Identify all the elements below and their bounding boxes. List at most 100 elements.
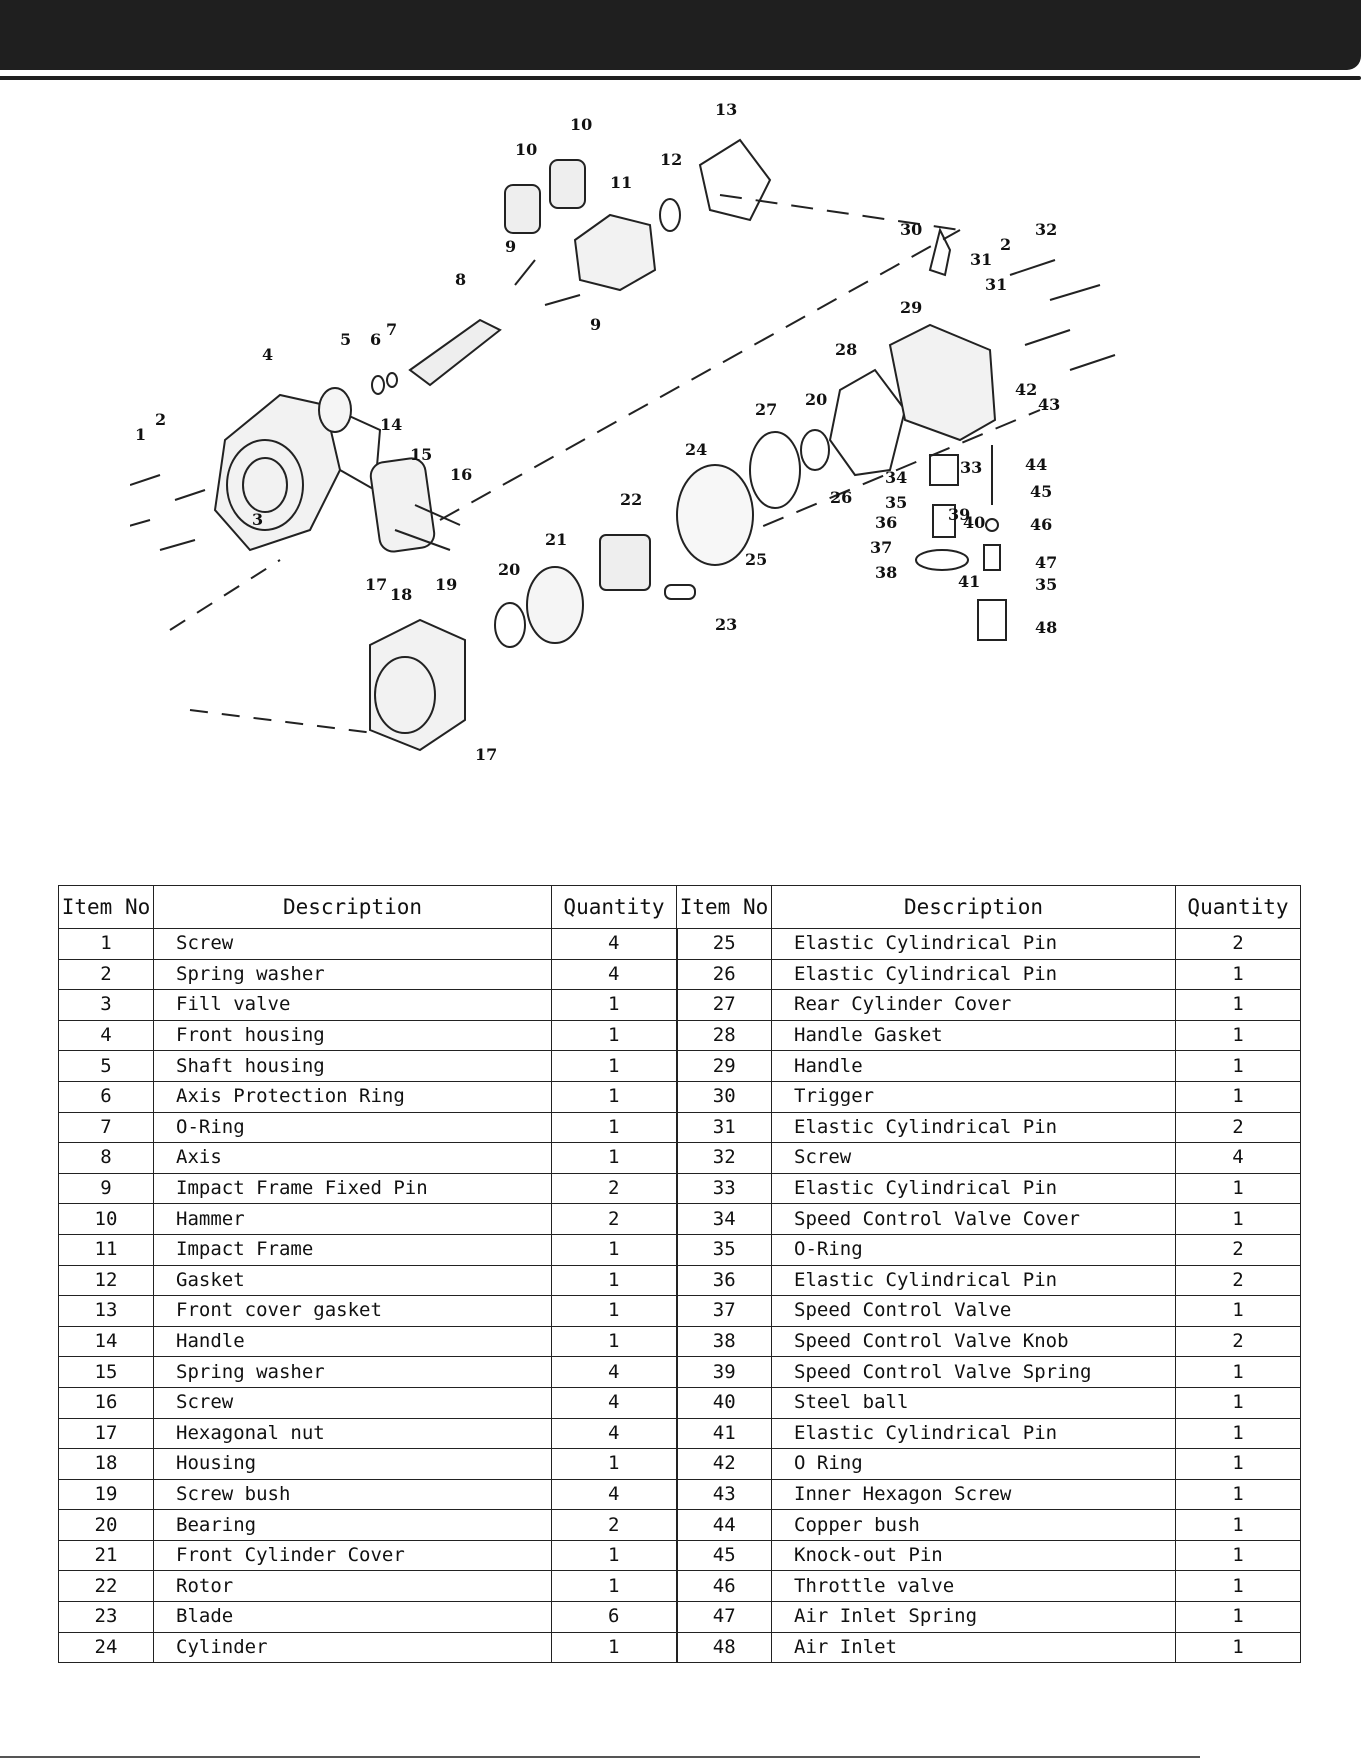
item-number-cell: 17 (58, 1417, 154, 1450)
callout-label: 15 (410, 445, 432, 464)
description-cell: Impact Frame Fixed Pin (153, 1172, 552, 1205)
callout-label: 44 (1025, 455, 1047, 474)
item-number-cell: 4 (58, 1019, 154, 1052)
description-cell: Elastic Cylindrical Pin (771, 1264, 1176, 1297)
parts-list-table: Item No Description Quantity Item No Des… (58, 885, 1301, 1664)
cylinder-part (676, 464, 754, 566)
description-cell: Throttle valve (771, 1570, 1176, 1603)
quantity-cell: 4 (551, 958, 677, 991)
description-cell: Cylinder (153, 1631, 552, 1664)
callout-label: 33 (960, 458, 982, 477)
rear-cylinder-cover-part (749, 431, 801, 509)
exploded-parts-diagram: 1 2 2 3 4 5 6 7 8 9 9 10 10 11 12 13 14 … (114, 100, 1260, 860)
callout-label: 23 (715, 615, 737, 634)
callout-label: 10 (515, 140, 537, 159)
front-cylinder-cover-part (526, 566, 584, 644)
callout-label: 32 (1035, 220, 1057, 239)
item-number-cell: 46 (675, 1570, 772, 1603)
description-cell: Air Inlet Spring (771, 1601, 1176, 1633)
callout-label: 5 (340, 330, 351, 349)
header-rule (0, 76, 1361, 80)
description-cell: Elastic Cylindrical Pin (771, 928, 1176, 960)
quantity-cell: 1 (551, 1539, 677, 1572)
callout-label: 46 (1030, 515, 1052, 534)
callout-label: 9 (505, 237, 516, 256)
quantity-cell: 1 (1175, 958, 1301, 991)
callout-label: 18 (390, 585, 412, 604)
callout-label: 41 (958, 572, 980, 591)
hammer-part (549, 159, 586, 209)
callout-label: 2 (155, 410, 166, 429)
item-number-cell: 15 (58, 1356, 154, 1388)
column-header-quantity: Quantity (551, 885, 677, 929)
description-cell: Screw bush (153, 1478, 552, 1511)
callout-label: 10 (570, 115, 592, 134)
item-number-cell: 42 (675, 1448, 772, 1480)
bearing-part (800, 429, 830, 471)
callout-label: 38 (875, 563, 897, 582)
item-number-cell: 27 (675, 989, 772, 1021)
item-number-cell: 39 (675, 1356, 772, 1388)
item-number-cell: 48 (675, 1631, 772, 1664)
callout-label: 42 (1015, 380, 1037, 399)
description-cell: Speed Control Valve Cover (771, 1203, 1176, 1235)
callout-label: 17 (365, 575, 387, 594)
description-cell: Hexagonal nut (153, 1417, 552, 1450)
description-cell: Screw (153, 1386, 552, 1419)
item-number-cell: 25 (675, 928, 772, 960)
column-header-quantity: Quantity (1175, 885, 1301, 929)
item-number-cell: 21 (58, 1539, 154, 1572)
description-cell: Trigger (771, 1080, 1176, 1113)
screw-set (114, 474, 206, 551)
callout-label: 6 (370, 330, 381, 349)
callout-label: 45 (1030, 482, 1052, 501)
description-cell: Blade (153, 1601, 552, 1633)
description-cell: Handle (771, 1050, 1176, 1082)
quantity-cell: 1 (1175, 1570, 1301, 1603)
item-number-cell: 7 (58, 1111, 154, 1144)
callout-label: 35 (885, 493, 907, 512)
description-cell: Speed Control Valve Spring (771, 1356, 1176, 1388)
description-cell: Screw (153, 928, 552, 960)
rear-handle-part (888, 323, 997, 442)
quantity-cell: 1 (1175, 989, 1301, 1021)
description-cell: Axis (153, 1142, 552, 1174)
screw-part (394, 529, 451, 551)
air-inlet-part (977, 599, 1007, 641)
description-cell: Handle (153, 1325, 552, 1358)
quantity-cell: 1 (1175, 1080, 1301, 1113)
quantity-cell: 4 (551, 1478, 677, 1511)
quantity-cell: 2 (551, 1203, 677, 1235)
item-number-cell: 41 (675, 1417, 772, 1450)
quantity-cell: 1 (551, 1448, 677, 1480)
quantity-cell: 1 (1175, 1631, 1301, 1664)
axis-protection-ring-part (371, 375, 385, 395)
callout-label: 36 (875, 513, 897, 532)
screw-part (1069, 354, 1116, 371)
item-number-cell: 38 (675, 1325, 772, 1358)
item-number-cell: 40 (675, 1386, 772, 1419)
impact-frame-part (573, 213, 657, 292)
callout-label: 43 (1038, 395, 1060, 414)
quantity-cell: 1 (1175, 1172, 1301, 1205)
description-cell: Hammer (153, 1203, 552, 1235)
quantity-cell: 1 (1175, 1203, 1301, 1235)
screw-part (1009, 259, 1056, 276)
guide-line (719, 194, 961, 231)
item-number-cell: 44 (675, 1509, 772, 1541)
item-number-cell: 10 (58, 1203, 154, 1235)
quantity-cell: 1 (1175, 1448, 1301, 1480)
pin-part (544, 294, 581, 306)
